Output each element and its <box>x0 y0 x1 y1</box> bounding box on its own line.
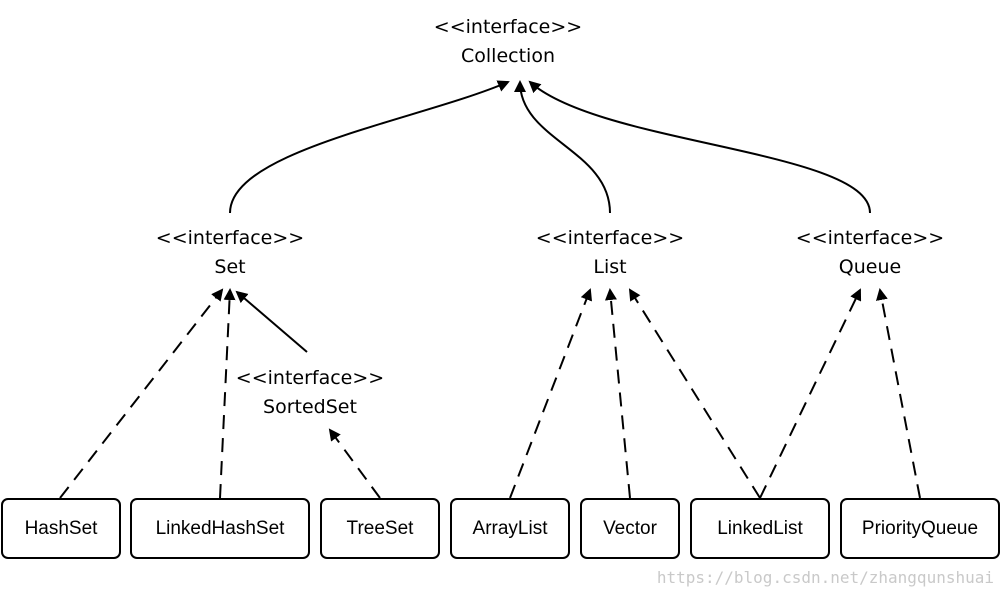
edge-linkedlist-to-queue <box>759 288 862 499</box>
set-interface: <<interface>> Set <box>130 229 330 277</box>
linkedhashset-class-box: LinkedHashSet <box>130 498 310 559</box>
edge-hashset-to-set <box>59 288 224 499</box>
edge-priorityqueue-to-queue <box>875 288 921 499</box>
edge-arraylist-to-list <box>509 288 593 499</box>
queue-stereotype: <<interface>> <box>795 227 945 249</box>
edge-list-to-collection <box>514 80 611 214</box>
edge-vector-to-list <box>604 288 631 499</box>
sortedset-name: SortedSet <box>263 396 357 418</box>
priorityqueue-class-box: PriorityQueue <box>840 498 1000 559</box>
edge-set-to-collection <box>229 80 510 214</box>
collection-interface: <<interface>> Collection <box>408 18 608 66</box>
vector-class-box: Vector <box>580 498 680 559</box>
collection-name: Collection <box>461 45 555 67</box>
treeset-class-box: TreeSet <box>320 498 440 559</box>
sortedset-stereotype: <<interface>> <box>235 367 385 389</box>
sortedset-interface: <<interface>> SortedSet <box>210 369 410 417</box>
set-stereotype: <<interface>> <box>155 227 305 249</box>
edge-linkedlist-to-list <box>628 288 761 499</box>
set-name: Set <box>214 256 246 278</box>
queue-name: Queue <box>838 256 902 278</box>
edge-queue-to-collection <box>528 80 871 214</box>
list-interface: <<interface>> List <box>510 229 710 277</box>
edge-linkedhashset-to-set <box>219 288 236 499</box>
hashset-class-box: HashSet <box>1 498 121 559</box>
linkedlist-class-box: LinkedList <box>690 498 830 559</box>
list-name: List <box>593 256 627 278</box>
queue-interface: <<interface>> Queue <box>770 229 970 277</box>
list-stereotype: <<interface>> <box>535 227 685 249</box>
edge-sortedset-to-set <box>235 290 308 353</box>
collection-stereotype: <<interface>> <box>433 16 583 38</box>
watermark-text: https://blog.csdn.net/zhangqunshuai <box>656 568 994 587</box>
arraylist-class-box: ArrayList <box>450 498 570 559</box>
edge-treeset-to-sortedset <box>328 428 381 499</box>
